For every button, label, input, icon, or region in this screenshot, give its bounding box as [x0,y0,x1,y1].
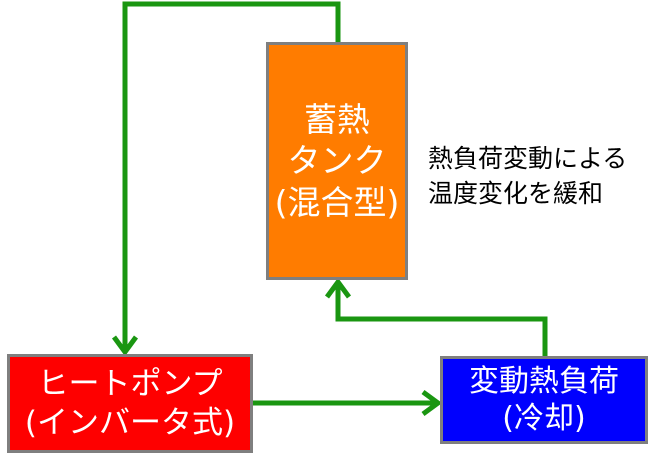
arrowhead-into-heat-pump [111,335,139,357]
heat-pump-box: ヒートポンプ (インバータ式) [7,354,253,453]
connector-tank-to-heat-pump [122,1,341,350]
load-label-line-2: (冷却) [502,401,586,436]
variable-heat-load-box: 変動熱負荷 (冷却) [440,356,648,444]
annotation-line-2: 温度変化を緩和 [428,178,604,208]
buffer-annotation: 熱負荷変動による 温度変化を緩和 [428,142,627,211]
arrowhead-into-tank [324,277,352,299]
load-label-line-1: 変動熱負荷 [469,363,619,399]
tank-label-line-3: (混合型) [274,182,400,222]
connector-load-to-tank [335,284,548,356]
tank-label-line-1: 蓄熱 [304,100,370,140]
annotation-line-1: 熱負荷変動による [428,144,628,173]
heat-storage-tank-box: 蓄熱 タンク (混合型) [266,42,408,280]
heat-pump-label-line-1: ヒートポンプ [37,365,223,402]
arrowhead-into-load [421,389,443,417]
heat-pump-label-line-2: (インバータ式) [24,404,236,441]
tank-label-line-2: タンク [287,141,387,181]
